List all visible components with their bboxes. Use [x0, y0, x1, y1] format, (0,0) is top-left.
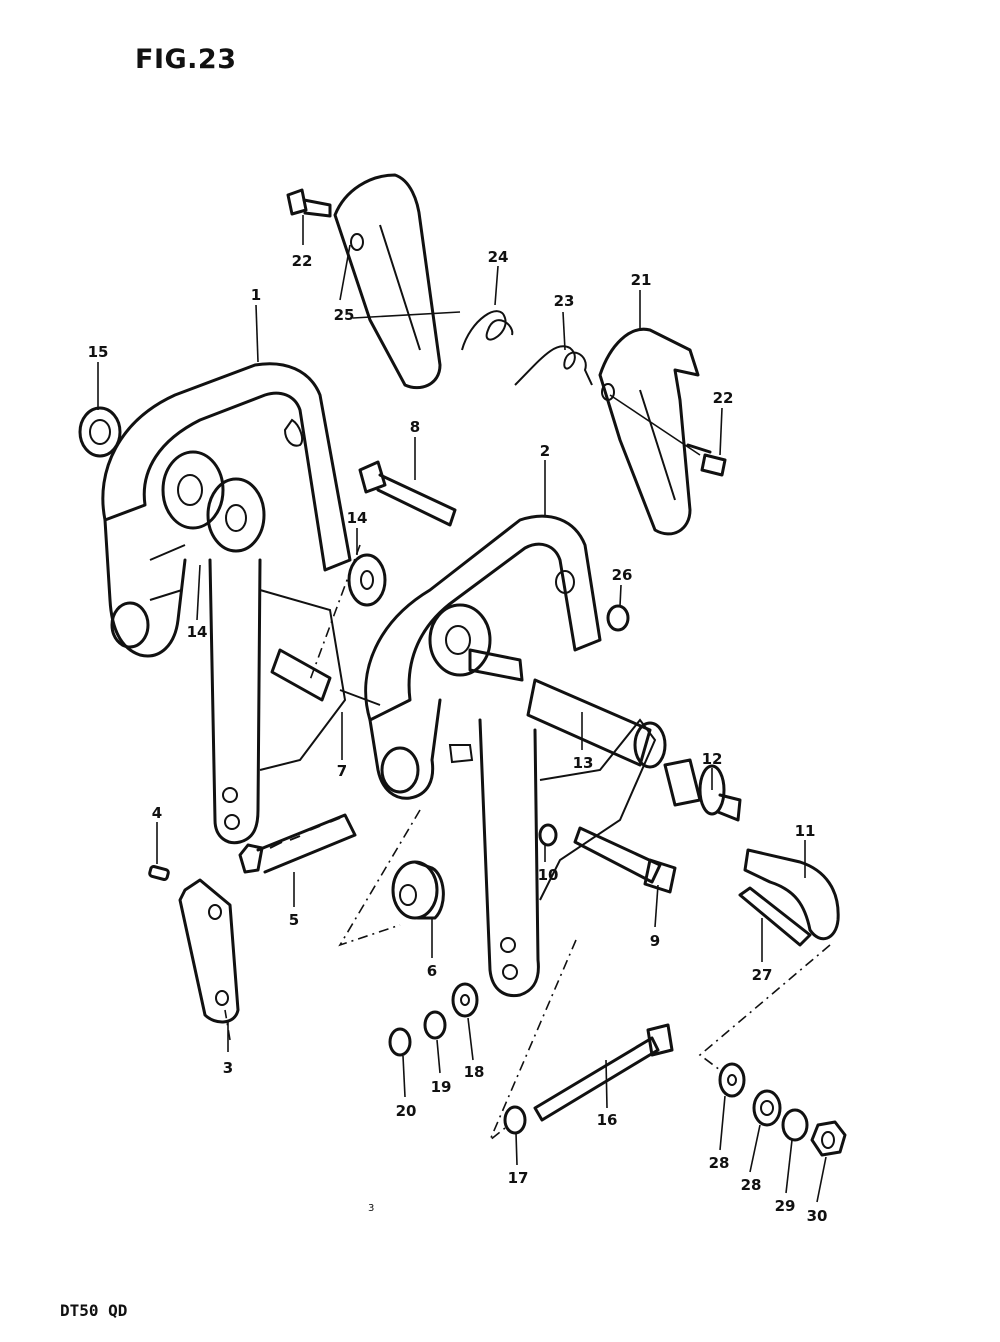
- pin-27: [738, 886, 812, 947]
- bolt-22-top: [286, 188, 332, 218]
- figure-title: FIG.23: [135, 44, 237, 75]
- label-part-26: 26: [612, 566, 633, 584]
- bolt-22-right: [686, 443, 727, 477]
- label-part-2: 2: [540, 442, 550, 460]
- washer-20: [388, 1027, 412, 1057]
- alignment-lines: [224, 544, 831, 1141]
- bolt-8: [358, 460, 457, 527]
- label-part-8: 8: [410, 418, 420, 436]
- label-part-23: 23: [554, 292, 575, 310]
- label-part-28-b: 28: [741, 1176, 762, 1194]
- label-part-17: 17: [508, 1169, 529, 1187]
- label-part-9: 9: [650, 932, 660, 950]
- label-part-16: 16: [597, 1111, 618, 1129]
- clamp-bracket-left: [101, 362, 352, 845]
- nut-26: [606, 604, 630, 632]
- label-part-4: 4: [152, 804, 162, 822]
- label-part-10: 10: [538, 866, 559, 884]
- model-code: DT50 QD: [60, 1301, 128, 1320]
- lever-25: [333, 173, 442, 390]
- label-part-6: 6: [427, 962, 437, 980]
- label-part-14-upper: 14: [347, 509, 368, 527]
- label-part-22-right: 22: [713, 389, 734, 407]
- fitting-12: [663, 758, 742, 822]
- label-part-5: 5: [289, 911, 299, 929]
- bushing-6: [391, 860, 445, 920]
- washer-14: [347, 553, 387, 607]
- label-part-18: 18: [464, 1063, 485, 1081]
- leader-lines: [97, 215, 827, 1203]
- page-mark: 3: [368, 1203, 375, 1214]
- part-labels: 1 2 3 4 5 6 7 8 9 10 11 12 13 14 14 15 1…: [88, 248, 828, 1225]
- label-part-28-a: 28: [709, 1154, 730, 1172]
- washer-28-b: [752, 1089, 782, 1127]
- washer-28-a: [718, 1062, 746, 1098]
- torsion-spring-23: [514, 345, 593, 386]
- label-part-27: 27: [752, 966, 773, 984]
- label-part-24: 24: [488, 248, 509, 266]
- label-part-22-top: 22: [292, 252, 313, 270]
- washer-18: [451, 982, 479, 1018]
- label-part-20: 20: [396, 1102, 417, 1120]
- label-part-11: 11: [795, 822, 816, 840]
- washer-10: [538, 823, 558, 847]
- label-part-12: 12: [702, 750, 723, 768]
- torsion-spring-24: [461, 310, 514, 351]
- washer-17: [503, 1105, 527, 1135]
- tube-11: [743, 848, 840, 941]
- label-part-21: 21: [631, 271, 652, 289]
- label-part-15: 15: [88, 343, 109, 361]
- bolt-16: [533, 1023, 674, 1122]
- label-part-19: 19: [431, 1078, 452, 1096]
- bolt-9: [573, 826, 677, 894]
- label-part-3: 3: [223, 1059, 233, 1077]
- label-part-7: 7: [337, 762, 347, 780]
- lock-washer-29: [781, 1108, 809, 1142]
- clamp-bracket-right: [364, 514, 657, 998]
- shaft-13: [468, 648, 667, 769]
- label-part-25: 25: [334, 306, 355, 324]
- label-part-30: 30: [807, 1207, 828, 1225]
- washer-19: [423, 1010, 447, 1040]
- pin-7: [270, 648, 381, 706]
- lever-21: [598, 327, 700, 536]
- nut-30: [810, 1120, 847, 1157]
- label-part-13: 13: [573, 754, 594, 772]
- screw-5: [238, 813, 357, 874]
- nut-15: [78, 406, 122, 458]
- label-part-1: 1: [251, 286, 261, 304]
- plate-3: [178, 878, 240, 1024]
- label-part-29: 29: [775, 1197, 796, 1215]
- label-part-14-lower: 14: [187, 623, 208, 641]
- pin-4: [148, 865, 170, 881]
